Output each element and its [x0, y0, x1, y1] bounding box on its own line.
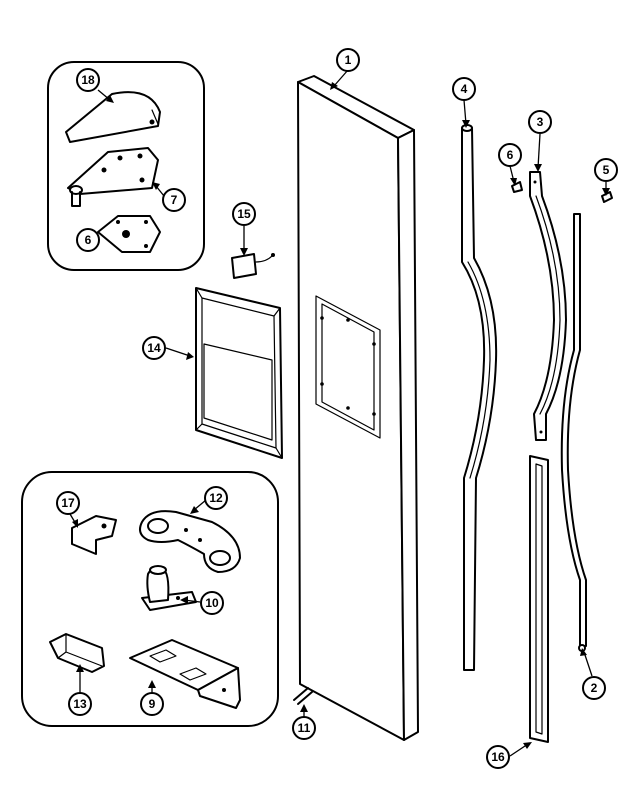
hinge-pin-part — [293, 687, 313, 705]
callout-2: 2 — [582, 676, 606, 700]
callout-3-label: 3 — [537, 115, 544, 129]
callout-1-label: 1 — [345, 53, 352, 67]
callout-16: 16 — [486, 745, 510, 769]
callout-1: 1 — [336, 48, 360, 72]
callout-16-label: 16 — [491, 750, 505, 764]
callout-4: 4 — [452, 77, 476, 101]
door-trim-strip-part — [560, 213, 587, 652]
door-panel-part — [297, 75, 419, 741]
handle-trim-part — [529, 171, 567, 441]
callout-11-label: 11 — [298, 721, 311, 735]
callout-14-label: 14 — [147, 341, 161, 355]
bottom-hinge-inset — [21, 471, 279, 727]
top-hinge-inset — [47, 61, 205, 271]
callout-10: 10 — [200, 591, 224, 615]
bracket-part — [71, 515, 117, 555]
callout-12-label: 12 — [209, 491, 223, 505]
callout-15-label: 15 — [237, 207, 251, 221]
lower-trim-strip-part — [529, 455, 549, 743]
callout-6-screw: 6 — [498, 143, 522, 167]
callout-5-label: 5 — [603, 163, 610, 177]
callout-10-label: 10 — [205, 596, 219, 610]
callout-3: 3 — [528, 110, 552, 134]
callout-6-shim-label: 6 — [85, 233, 92, 247]
callout-17: 17 — [56, 491, 80, 515]
callout-13: 13 — [68, 692, 92, 716]
callout-6-screw-label: 6 — [507, 148, 514, 162]
top-hinge-cover-part — [65, 91, 161, 143]
callout-11: 11 — [292, 716, 316, 740]
clip-part — [49, 633, 105, 673]
callout-5: 5 — [594, 158, 618, 182]
callout-7-label: 7 — [171, 193, 178, 207]
dispenser-module-part — [231, 253, 275, 279]
door-handle-part — [461, 124, 498, 671]
callout-18: 18 — [76, 68, 100, 92]
callout-18-label: 18 — [81, 73, 95, 87]
callout-14: 14 — [142, 336, 166, 360]
callout-9: 9 — [140, 692, 164, 716]
callout-17-label: 17 — [61, 496, 75, 510]
dispenser-frame-part — [195, 287, 283, 459]
screw-part — [511, 181, 613, 203]
callout-15: 15 — [232, 202, 256, 226]
callout-4-label: 4 — [461, 82, 468, 96]
callout-13-label: 13 — [73, 697, 87, 711]
callout-6-shim: 6 — [76, 228, 100, 252]
top-hinge-plate-part — [67, 147, 159, 195]
callout-12: 12 — [204, 486, 228, 510]
callout-7: 7 — [162, 188, 186, 212]
callout-2-label: 2 — [591, 681, 598, 695]
callout-9-label: 9 — [149, 697, 156, 711]
